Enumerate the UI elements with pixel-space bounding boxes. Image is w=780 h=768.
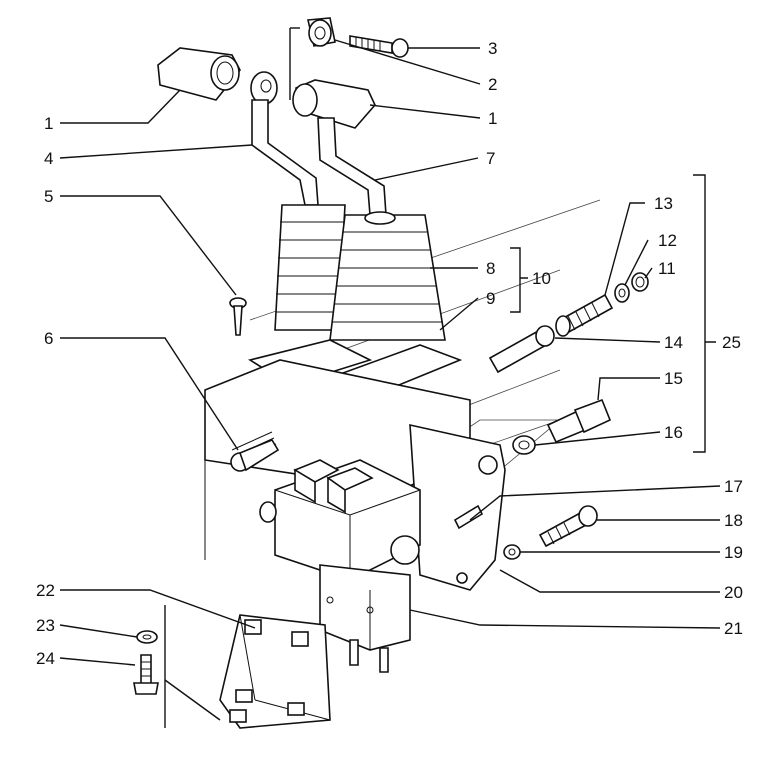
label-25: 25 bbox=[722, 333, 741, 352]
clip-11 bbox=[631, 272, 649, 292]
valve-block bbox=[259, 459, 421, 581]
leader-lines bbox=[59, 39, 721, 666]
label-15: 15 bbox=[664, 369, 683, 388]
washer-19 bbox=[503, 544, 521, 560]
small-screw bbox=[229, 297, 247, 336]
label-4: 4 bbox=[44, 149, 53, 168]
bottom-bracket bbox=[219, 614, 331, 729]
screw-top bbox=[349, 35, 409, 58]
pin-14 bbox=[488, 325, 555, 374]
label-24: 24 bbox=[36, 649, 55, 668]
bushing bbox=[307, 17, 336, 47]
label-10: 10 bbox=[532, 269, 551, 288]
label-1-right: 1 bbox=[488, 109, 497, 128]
spring-left bbox=[230, 431, 280, 472]
valve-lower bbox=[319, 564, 411, 673]
hex-spacer-15 bbox=[546, 398, 612, 444]
pin-17 bbox=[453, 504, 484, 530]
label-18: 18 bbox=[724, 511, 743, 530]
label-7: 7 bbox=[486, 149, 495, 168]
grip-right bbox=[292, 79, 376, 129]
bolt-18 bbox=[538, 505, 598, 548]
label-19: 19 bbox=[724, 543, 743, 562]
lever-left bbox=[250, 71, 319, 206]
label-3: 3 bbox=[488, 39, 497, 58]
label-13: 13 bbox=[654, 194, 673, 213]
label-9: 9 bbox=[486, 289, 495, 308]
label-21: 21 bbox=[724, 619, 743, 638]
spring-right bbox=[555, 293, 614, 337]
boot-right bbox=[329, 211, 446, 341]
label-6: 6 bbox=[44, 329, 53, 348]
label-20: 20 bbox=[724, 583, 743, 602]
mounting-plate bbox=[409, 423, 506, 591]
nut-16 bbox=[512, 435, 536, 455]
label-8: 8 bbox=[486, 259, 495, 278]
bolt-24 bbox=[133, 654, 159, 695]
callout-labels: 1 1 2 3 4 5 6 7 8 9 10 11 12 13 14 15 16… bbox=[36, 39, 743, 668]
label-14: 14 bbox=[664, 333, 683, 352]
washer-12 bbox=[614, 283, 630, 303]
lever-right bbox=[317, 117, 387, 216]
label-2: 2 bbox=[488, 75, 497, 94]
label-22: 22 bbox=[36, 581, 55, 600]
label-17: 17 bbox=[724, 477, 743, 496]
label-5: 5 bbox=[44, 187, 53, 206]
label-16: 16 bbox=[664, 423, 683, 442]
label-12: 12 bbox=[658, 231, 677, 250]
label-11: 11 bbox=[658, 259, 676, 278]
label-1-left: 1 bbox=[44, 114, 53, 133]
washer-23 bbox=[136, 630, 158, 644]
label-23: 23 bbox=[36, 616, 55, 635]
grip-left bbox=[157, 47, 241, 101]
